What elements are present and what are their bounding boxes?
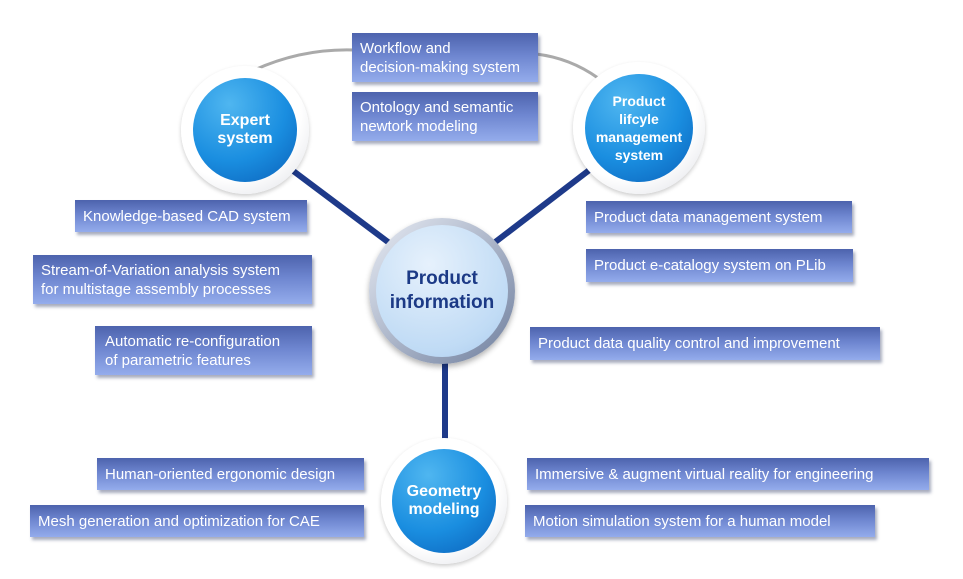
- box-ontology: Ontology and semantic newtork modeling: [352, 92, 538, 141]
- box-reconfiguration: Automatic re-configuration of parametric…: [95, 326, 312, 375]
- box-ecatalog: Product e-catalogy system on PLib: [586, 249, 853, 282]
- geometry-modeling-label: Geometry modeling: [392, 449, 496, 553]
- box-motion-simulation: Motion simulation system for a human mod…: [525, 505, 875, 537]
- geometry-modeling-node: Geometry modeling: [381, 438, 507, 564]
- plm-label: Product lifcyle management system: [585, 74, 693, 182]
- box-ergonomic: Human-oriented ergonomic design: [97, 458, 364, 490]
- product-information-label: Product information: [376, 225, 508, 357]
- box-workflow: Workflow and decision-making system: [352, 33, 538, 82]
- box-mesh: Mesh generation and optimization for CAE: [30, 505, 364, 537]
- box-stream-of-variation: Stream-of-Variation analysis system for …: [33, 255, 312, 304]
- box-quality: Product data quality control and improve…: [530, 327, 880, 360]
- product-information-node: Product information: [369, 218, 515, 364]
- box-knowledge-cad: Knowledge-based CAD system: [75, 200, 307, 232]
- box-pdm: Product data management system: [586, 201, 852, 233]
- connector-plm: [492, 165, 594, 246]
- box-virtual-reality: Immersive & augment virtual reality for …: [527, 458, 929, 490]
- plm-node: Product lifcyle management system: [573, 62, 705, 194]
- expert-system-node: Expert system: [181, 66, 309, 194]
- connector-expert: [290, 167, 394, 248]
- expert-system-label: Expert system: [193, 78, 297, 182]
